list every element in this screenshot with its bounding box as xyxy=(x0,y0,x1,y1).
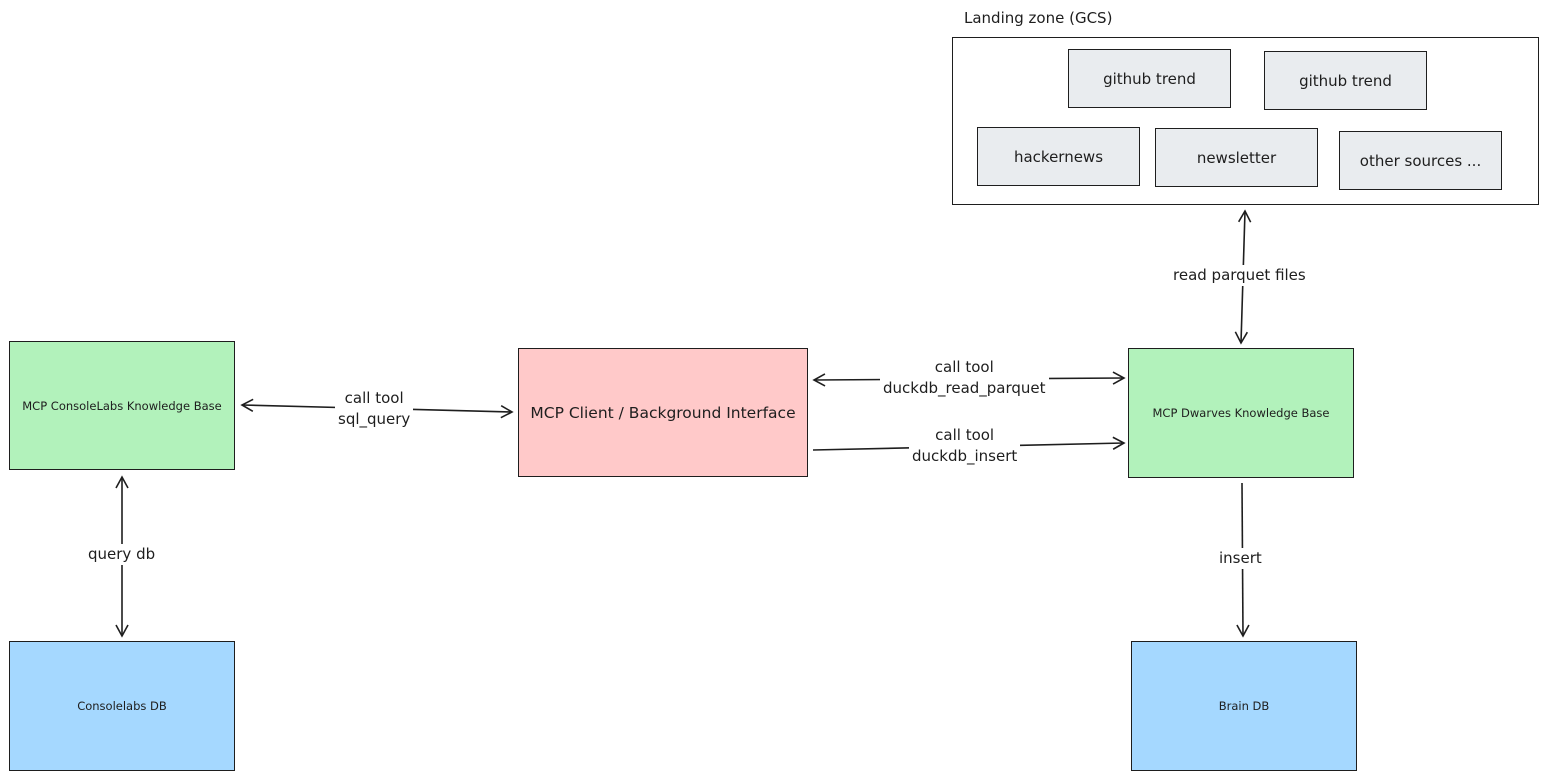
edge-label-line: call tool xyxy=(934,358,994,376)
edge-label-line: call tool xyxy=(344,389,404,407)
node-mcp-client: MCP Client / Background Interface xyxy=(518,348,808,477)
landing-zone-title: Landing zone (GCS) xyxy=(964,9,1113,27)
edge-label-sql-query: call tool sql_query xyxy=(335,388,414,430)
node-consolelabs-db: Consolelabs DB xyxy=(9,641,235,771)
source-hackernews: hackernews xyxy=(977,127,1140,186)
node-consolelabs-knowledge-base: MCP ConsoleLabs Knowledge Base xyxy=(9,341,235,470)
edge-label-insert: insert xyxy=(1216,548,1265,569)
source-other-sources: other sources ... xyxy=(1339,131,1502,190)
edge-label-read-files: read parquet files xyxy=(1170,265,1309,286)
edge-label-query-db: query db xyxy=(85,544,159,565)
landing-zone xyxy=(952,37,1539,205)
edge-label-insert-tool: call tool duckdb_insert xyxy=(909,425,1021,467)
edge-label-line: sql_query xyxy=(338,410,411,428)
node-brain-db: Brain DB xyxy=(1131,641,1357,771)
edge-label-line: duckdb_read_parquet xyxy=(883,379,1046,397)
source-newsletter: newsletter xyxy=(1155,128,1318,187)
source-github-trend-2: github trend xyxy=(1264,51,1427,110)
node-dwarves-knowledge-base: MCP Dwarves Knowledge Base xyxy=(1128,348,1354,478)
edge-label-line: call tool xyxy=(935,426,995,444)
edge-label-read-parquet: call tool duckdb_read_parquet xyxy=(880,357,1049,399)
edge-label-line: duckdb_insert xyxy=(912,447,1018,465)
source-github-trend-1: github trend xyxy=(1068,49,1231,108)
